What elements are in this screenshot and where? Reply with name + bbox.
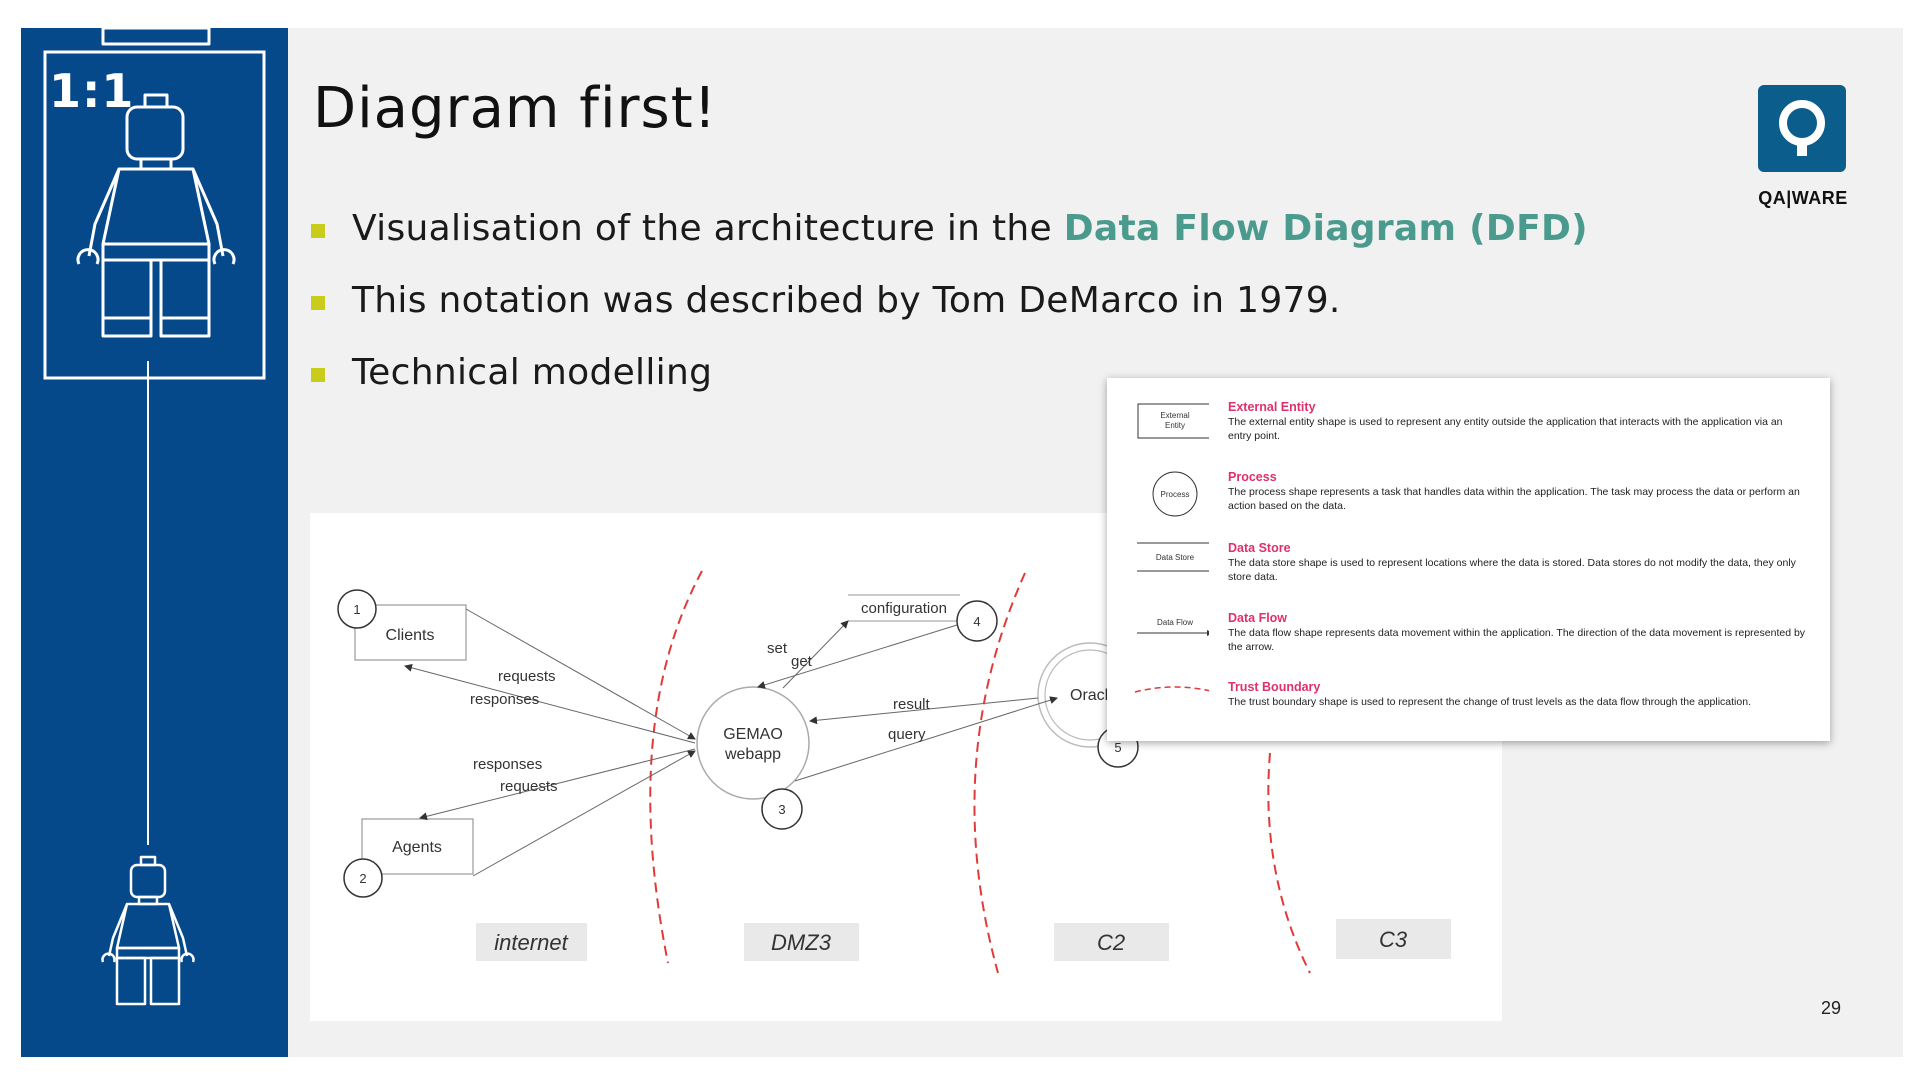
node-number: 4 xyxy=(973,614,980,629)
qaware-logo-icon xyxy=(1758,85,1846,172)
legend-desc: The process shape represents a task that… xyxy=(1228,485,1808,513)
bullet-text: This notation was described by Tom DeMar… xyxy=(352,280,1341,321)
zone-label: C3 xyxy=(1379,927,1408,952)
node-number: 2 xyxy=(359,871,366,886)
node-label: Clients xyxy=(386,627,435,644)
legend-item-data-store: Data Store Data Store The data store sha… xyxy=(1107,541,1830,601)
flow-label: responses xyxy=(473,756,542,773)
legend-item-process: Process Process The process shape repres… xyxy=(1107,470,1830,530)
svg-text:Entity: Entity xyxy=(1165,421,1185,430)
node-number: 1 xyxy=(353,602,360,617)
node-number: 5 xyxy=(1114,740,1121,755)
page-title: Diagram first! xyxy=(313,76,717,141)
bullet-square-icon xyxy=(311,296,325,310)
zone-label: DMZ3 xyxy=(771,930,832,955)
dfd-legend: External Entity External Entity The exte… xyxy=(1107,378,1830,741)
flow-label: requests xyxy=(500,778,558,795)
node-label: configuration xyxy=(861,600,947,617)
lego-figure-small-icon xyxy=(102,857,193,1004)
legend-name: Data Store xyxy=(1228,541,1291,555)
flow-label: result xyxy=(893,696,931,713)
legend-item-external-entity: External Entity External Entity The exte… xyxy=(1107,400,1830,460)
legend-item-trust-boundary: Trust Boundary The trust boundary shape … xyxy=(1107,680,1830,740)
lego-figures-illustration xyxy=(21,28,288,1057)
flow-label: set xyxy=(767,640,788,657)
svg-text:External: External xyxy=(1160,411,1190,420)
bullet-text: Technical modelling xyxy=(352,352,712,393)
bullet-highlight: Data Flow Diagram (DFD) xyxy=(1064,208,1588,249)
legend-name: Trust Boundary xyxy=(1228,680,1320,694)
gemao-process xyxy=(697,687,809,799)
legend-desc: The data store shape is used to represen… xyxy=(1228,556,1808,584)
ratio-label: 1:1 xyxy=(49,64,134,118)
flow-label: get xyxy=(791,653,813,670)
trust-boundary-line xyxy=(1268,753,1310,973)
svg-text:Data Flow: Data Flow xyxy=(1157,618,1193,627)
legend-desc: The trust boundary shape is used to repr… xyxy=(1228,695,1808,709)
legend-desc: The external entity shape is used to rep… xyxy=(1228,415,1808,443)
flow-label: query xyxy=(888,726,926,743)
logo-wordmark: QA|WARE xyxy=(1758,188,1848,209)
bullet-item: Visualisation of the architecture in the… xyxy=(311,208,1588,280)
node-label: GEMAO xyxy=(723,726,783,743)
flow-label: responses xyxy=(470,691,539,708)
zone-label: internet xyxy=(494,930,568,955)
legend-item-data-flow: Data Flow Data Flow The data flow shape … xyxy=(1107,611,1830,671)
slide: 1:1 Diagram first! Visualisation of the … xyxy=(21,28,1903,1057)
svg-text:Data Store: Data Store xyxy=(1156,553,1195,562)
legend-name: Data Flow xyxy=(1228,611,1287,625)
trust-boundary-line xyxy=(650,571,702,963)
legend-name: External Entity xyxy=(1228,400,1316,414)
flow-label: requests xyxy=(498,668,556,685)
svg-text:Process: Process xyxy=(1161,490,1190,499)
zone-label: C2 xyxy=(1097,930,1125,955)
bullet-text: Visualisation of the architecture in the xyxy=(352,208,1064,249)
bullet-square-icon xyxy=(311,368,325,382)
left-panel: 1:1 xyxy=(21,28,288,1057)
node-label: Agents xyxy=(392,839,442,856)
legend-name: Process xyxy=(1228,470,1277,484)
bullet-square-icon xyxy=(311,224,325,238)
page-number: 29 xyxy=(1821,998,1841,1019)
node-number: 3 xyxy=(778,802,785,817)
node-label: webapp xyxy=(724,746,781,763)
legend-desc: The data flow shape represents data move… xyxy=(1228,626,1808,654)
bullet-item: This notation was described by Tom DeMar… xyxy=(311,280,1588,352)
